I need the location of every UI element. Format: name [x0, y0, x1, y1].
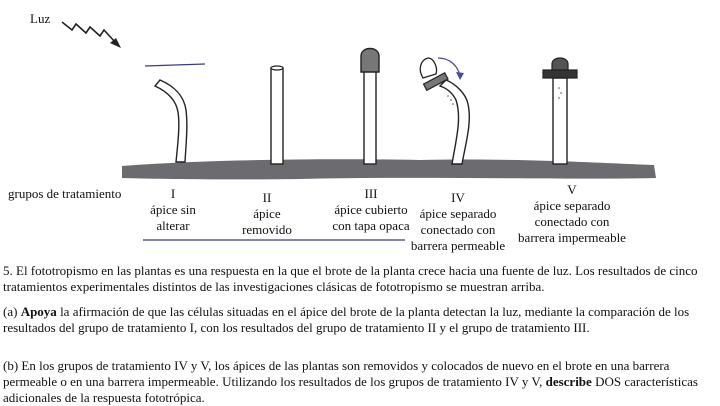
part-a-verb: Apoya [21, 304, 57, 319]
part-a-prefix: (a) [3, 304, 21, 319]
plant-2-cut-top [271, 66, 283, 70]
row-label: grupos de tratamiento [8, 186, 121, 202]
question-intro: 5. El fototropismo en las plantas es una… [3, 263, 715, 295]
plant-4-apex [420, 58, 436, 78]
plant-1-stem [155, 80, 187, 162]
group-5-numeral: V [512, 182, 632, 198]
part-b-verb: describe [546, 374, 592, 389]
group-4-label: IV ápice separado conectado con barrera … [405, 190, 511, 254]
group-5-line2: conectado con [512, 214, 632, 230]
question-part-b: (b) En los grupos de tratamiento IV y V,… [3, 358, 715, 406]
group-1-line1: ápice sin [128, 202, 218, 218]
curve-arrow-head [456, 72, 464, 80]
group-1-line2: alterar [128, 218, 218, 234]
plant-1-underline [145, 64, 205, 66]
group-2-numeral: II [227, 190, 307, 206]
group-2-line2: removido [227, 222, 307, 238]
group-2-label: II ápice removido [227, 190, 307, 238]
group-5-line1: ápice separado [512, 198, 632, 214]
plant-3-opaque-cap [361, 49, 379, 73]
group-2-line1: ápice [227, 206, 307, 222]
group-4-line3: barrera permeable [405, 238, 511, 254]
group-5-line3: barrera impermeable [512, 230, 632, 246]
soil [122, 159, 656, 179]
group-4-line1: ápice separado [405, 206, 511, 222]
plant-2-stem [271, 68, 283, 164]
plant-5-stem [553, 78, 567, 164]
plant-3-stem [364, 70, 376, 164]
plant-4-stem [440, 80, 469, 164]
question-part-a: (a) Apoya la afirmación de que las célul… [3, 304, 715, 336]
group-1-numeral: I [128, 186, 218, 202]
plant-5-apex [552, 58, 568, 70]
plant-4-dots [447, 95, 454, 105]
light-arrow-icon [62, 22, 121, 48]
group-5-label: V ápice separado conectado con barrera i… [512, 182, 632, 246]
group-4-line2: conectado con [405, 222, 511, 238]
light-label: Luz [30, 11, 50, 27]
plant-5-impermeable-barrier [543, 70, 577, 78]
group-4-numeral: IV [405, 190, 511, 206]
group-1-label: I ápice sin alterar [128, 186, 218, 234]
part-a-rest: la afirmación de que las células situada… [3, 304, 689, 335]
